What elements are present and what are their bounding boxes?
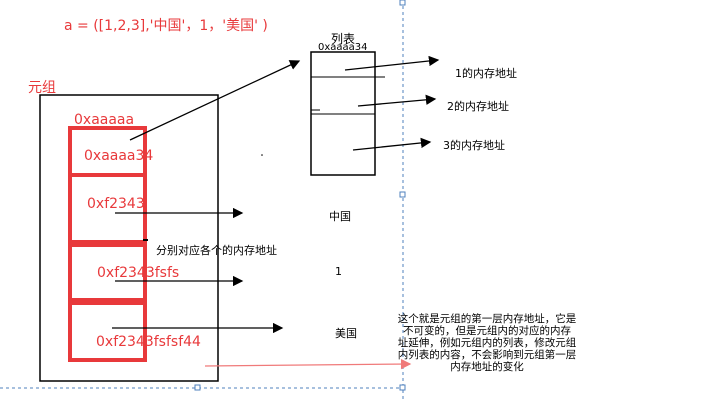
tuple-cell xyxy=(68,301,147,362)
middle-note: 分别对应各个的内存地址 xyxy=(156,244,277,257)
arrow-list-item-2 xyxy=(357,94,437,107)
explanation-line: 址延伸，例如元组内的列表，修改元组 xyxy=(397,337,577,349)
explanation-line: 这个就是元组的第一层内存地址，它是 xyxy=(397,313,577,325)
guide-handle xyxy=(399,0,406,6)
arrow-list-item-3 xyxy=(352,137,432,151)
list-annotation-2: 2的内存地址 xyxy=(447,100,509,113)
list-annotation-1: 1的内存地址 xyxy=(455,67,517,80)
explanation-line: 不可变的，但是元组内的对应的内存 xyxy=(403,325,571,337)
cell-label-2: 0xf2343 xyxy=(87,196,145,212)
value-zhongguo: 中国 xyxy=(329,210,351,223)
cell-label-3: 0xf2343fsfs xyxy=(97,265,180,281)
cell-label-4: 0xf2343fsfsf44 xyxy=(96,334,201,350)
tuple-address: 0xaaaaa xyxy=(74,112,135,128)
value-one: 1 xyxy=(335,265,342,278)
arrow-list-item-1 xyxy=(344,55,440,71)
arrow-tuple-to-list xyxy=(129,60,301,141)
cell-label-1: 0xaaaa34 xyxy=(84,148,154,164)
explanation-text: 这个就是元组的第一层内存地址，它是 不可变的，但是元组内的对应的内存 址延伸，例… xyxy=(372,313,602,373)
list-address: 0xaaaa34 xyxy=(318,42,368,53)
dot-mark xyxy=(261,154,263,156)
guide-handle xyxy=(399,384,406,391)
list-title: 列表 xyxy=(331,32,356,46)
tuple-label: 元组 xyxy=(28,80,56,96)
arrow-explanation-pink xyxy=(204,358,412,370)
explanation-line: 内存地址的变化 xyxy=(450,361,524,373)
list-annotation-3: 3的内存地址 xyxy=(443,139,505,152)
tuple-cell xyxy=(68,173,147,244)
guide-handle xyxy=(399,191,406,198)
tuple-box xyxy=(39,94,219,382)
explanation-line: 内列表的内容，不会影响到元组第一层 xyxy=(397,349,577,361)
code-line: a = ([1,2,3],'中国'，1，'美国' ) xyxy=(64,18,268,34)
tuple-cell xyxy=(68,243,147,302)
guide-handle xyxy=(194,384,201,391)
value-meiguo: 美国 xyxy=(335,327,357,340)
